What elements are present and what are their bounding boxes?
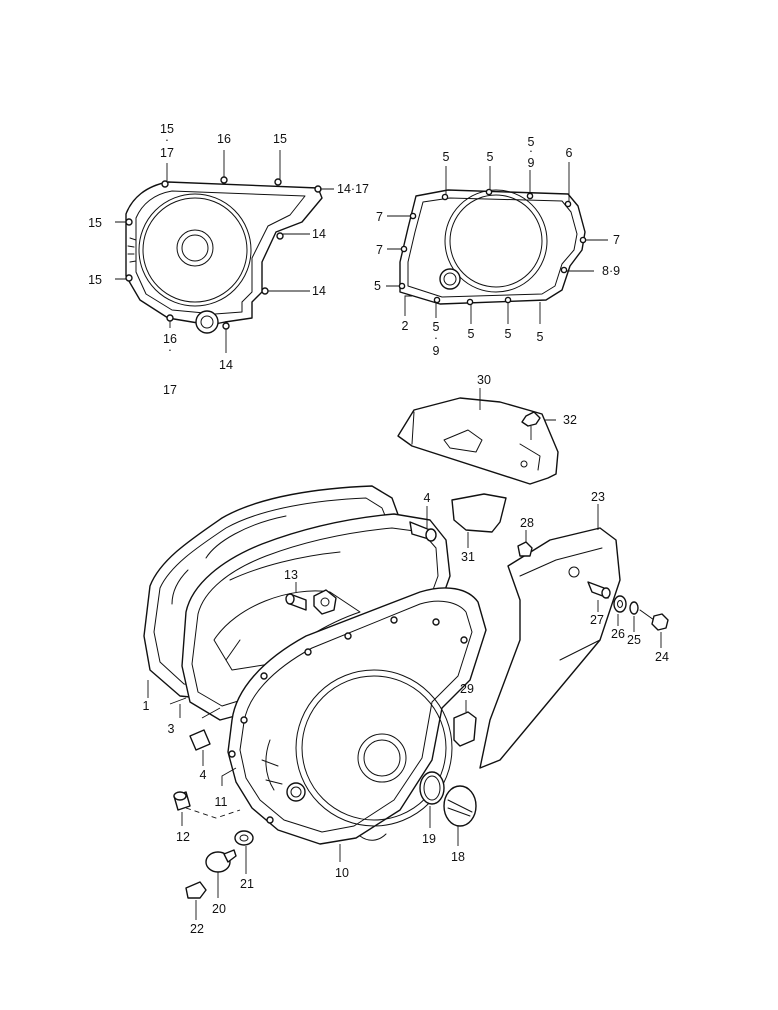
callout-5-9-bottom-a: 5 — [433, 320, 440, 334]
callout-15-top: 15 — [273, 132, 287, 146]
callout-15-17-dot: · — [165, 133, 169, 147]
callout-3: 3 — [168, 722, 175, 736]
callout-25: 25 — [627, 633, 641, 647]
callout-14-17: 14·17 — [337, 182, 369, 196]
callout-14-bottom: 14 — [219, 358, 233, 372]
callout-7-a: 7 — [376, 210, 383, 224]
callout-19: 19 — [422, 832, 436, 846]
callout-23: 23 — [591, 490, 605, 504]
callout-14-upper: 14 — [312, 227, 326, 241]
callout-10: 10 — [335, 866, 349, 880]
callout-labels: 15 · 17 16 15 14·17 15 14 15 14 16 · 17 … — [88, 122, 669, 936]
callout-16-17-dot: · — [168, 343, 172, 357]
callout-15-17-top: 15 — [160, 122, 174, 136]
callout-27: 27 — [590, 613, 604, 627]
callout-28: 28 — [520, 516, 534, 530]
callout-13: 13 — [284, 568, 298, 582]
callout-15-17-bottom: 17 — [160, 146, 174, 160]
callout-5-left: 5 — [374, 279, 381, 293]
callout-7-right: 7 — [613, 233, 620, 247]
callout-5-9-top-dot: · — [529, 144, 533, 158]
callout-18: 18 — [451, 850, 465, 864]
callout-12: 12 — [176, 830, 190, 844]
callout-2: 2 — [402, 319, 409, 333]
callout-14-lower: 14 — [312, 284, 326, 298]
callout-5-9-top-a: 5 — [528, 135, 535, 149]
callout-16-17-top: 16 — [163, 332, 177, 346]
callout-31: 31 — [461, 550, 475, 564]
callout-29: 29 — [460, 682, 474, 696]
callout-5-c: 5 — [468, 327, 475, 341]
callout-8-9: 8·9 — [602, 264, 620, 278]
clutch-cover-view — [386, 162, 608, 324]
callout-20: 20 — [212, 902, 226, 916]
callout-15-left: 15 — [88, 216, 102, 230]
main-assembly-view — [143, 388, 669, 920]
callout-1: 1 — [143, 699, 150, 713]
callout-22: 22 — [190, 922, 204, 936]
callout-5-9-bottom-dot: · — [434, 331, 438, 345]
callout-5-a: 5 — [443, 150, 450, 164]
callout-5-d: 5 — [505, 327, 512, 341]
callout-16: 16 — [217, 132, 231, 146]
callout-5-b: 5 — [487, 150, 494, 164]
callout-21: 21 — [240, 877, 254, 891]
callout-5-9-bottom-b: 9 — [433, 344, 440, 358]
callout-11: 11 — [215, 795, 228, 809]
magneto-cover-view — [115, 150, 334, 353]
callout-26: 26 — [611, 627, 625, 641]
callout-7-b: 7 — [376, 243, 383, 257]
callout-16-17-bottom: 17 — [163, 383, 177, 397]
callout-30: 30 — [477, 373, 491, 387]
callout-4-top: 4 — [424, 491, 431, 505]
callout-4-bottom: 4 — [200, 768, 207, 782]
callout-5-9-top-b: 9 — [528, 156, 535, 170]
callout-15-lower: 15 — [88, 273, 102, 287]
callout-24: 24 — [655, 650, 669, 664]
callout-32: 32 — [563, 413, 577, 427]
callout-6: 6 — [566, 146, 573, 160]
callout-5-e: 5 — [537, 330, 544, 344]
